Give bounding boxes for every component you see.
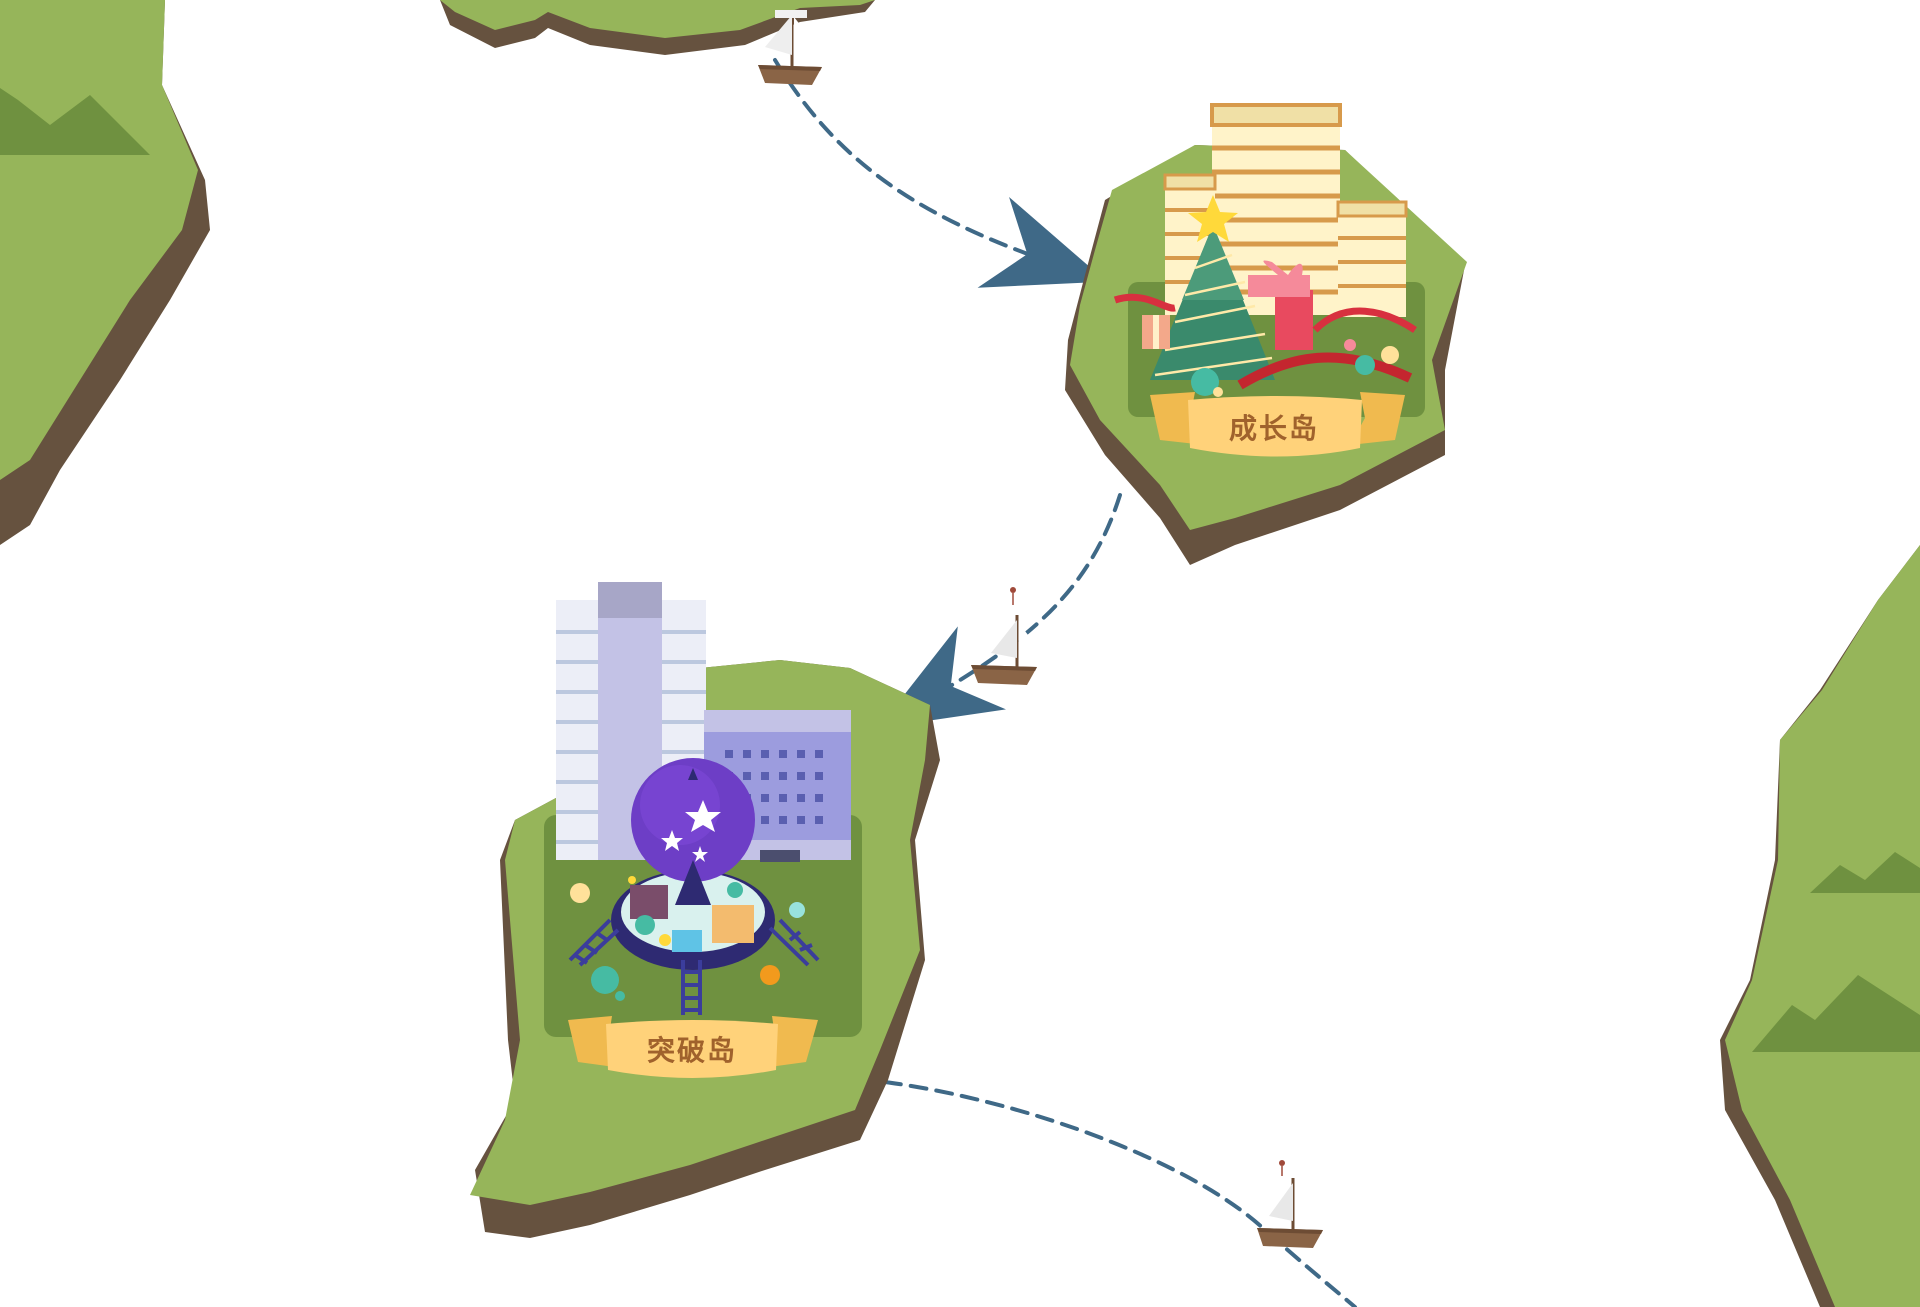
breakthrough-banner: 突破岛 (568, 1016, 818, 1078)
island-growth[interactable]: 成长岛 (1065, 103, 1467, 565)
boat-icon[interactable] (971, 587, 1037, 685)
ladder-icon (568, 918, 820, 1015)
routes (773, 58, 1357, 1307)
boat-icon[interactable] (1257, 1160, 1323, 1248)
decor-dots (570, 876, 805, 1001)
island-growth-label: 成长岛 (1229, 412, 1319, 445)
magic-globe-icon (611, 758, 775, 970)
route-breakthrough-out (883, 1080, 1357, 1307)
route-growth-to-breakthrough (878, 493, 1122, 729)
growth-banner: 成长岛 (1150, 392, 1405, 457)
island-breakthrough-label: 突破岛 (647, 1034, 737, 1067)
route-top-to-growth (773, 58, 1107, 288)
top-island (440, 0, 875, 55)
right-island (1720, 545, 1920, 1307)
boat-icon[interactable] (758, 10, 822, 85)
left-island (0, 0, 210, 545)
christmas-tree-icon (1150, 195, 1275, 380)
gift-icon (1113, 260, 1417, 397)
island-breakthrough[interactable]: 突破岛 (470, 582, 940, 1238)
